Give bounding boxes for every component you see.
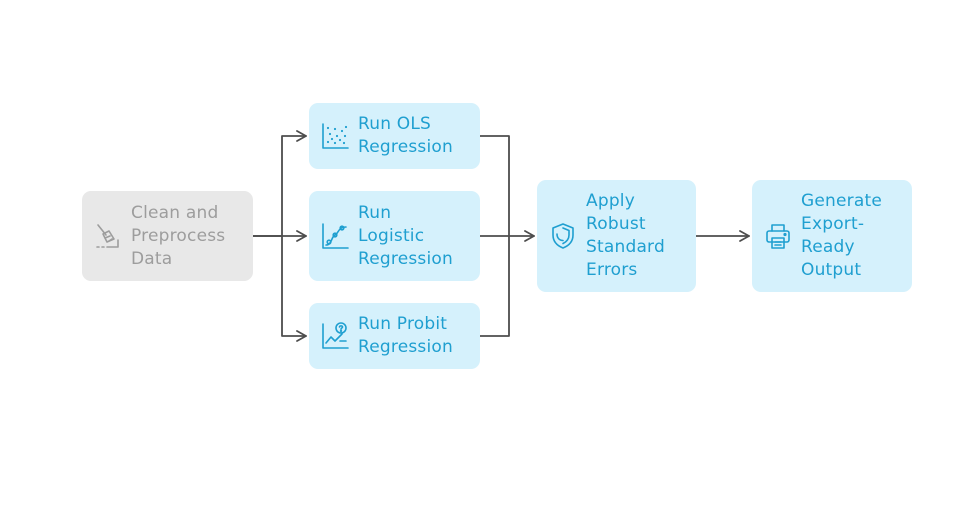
broom-icon <box>92 220 124 252</box>
logistic-curve-icon <box>319 220 351 252</box>
node-robust-standard-errors[interactable]: Apply Robust Standard Errors <box>537 180 696 292</box>
node-label: Run OLS Regression <box>358 114 453 157</box>
connector-clean-to-ols <box>252 130 307 237</box>
shield-icon <box>547 220 579 252</box>
connector-ols-to-robust <box>479 135 510 237</box>
connector-clean-to-probit <box>281 235 307 342</box>
node-label: Generate Export- Ready Output <box>801 191 882 280</box>
node-label: Apply Robust Standard Errors <box>586 191 665 280</box>
scatter-plot-icon <box>319 120 351 152</box>
printer-icon <box>762 220 794 252</box>
node-ols-regression[interactable]: Run OLS Regression <box>309 103 480 169</box>
node-clean-preprocess[interactable]: Clean and Preprocess Data <box>82 191 253 281</box>
node-label: Clean and Preprocess Data <box>131 202 226 269</box>
node-label: Run Probit Regression <box>358 314 453 357</box>
node-label: Run Logistic Regression <box>358 202 453 269</box>
node-probit-regression[interactable]: Run Probit Regression <box>309 303 480 369</box>
node-export-output[interactable]: Generate Export- Ready Output <box>752 180 912 292</box>
chart-question-icon <box>319 320 351 352</box>
connector-probit-to-robust <box>479 235 510 337</box>
node-logistic-regression[interactable]: Run Logistic Regression <box>309 191 480 281</box>
